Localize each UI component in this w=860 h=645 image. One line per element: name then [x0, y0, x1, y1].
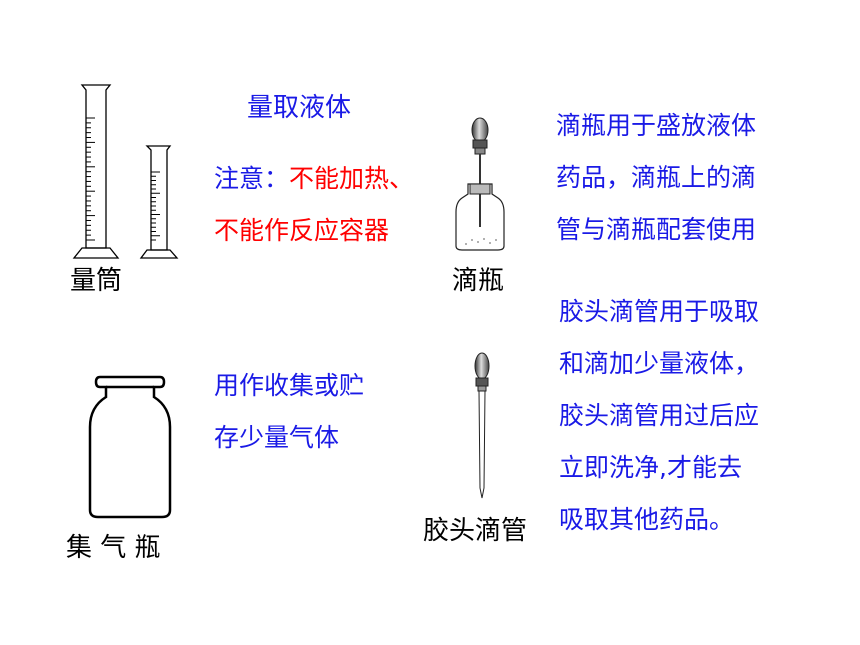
dropper-image [474, 352, 490, 499]
desc-line: 存少量气体 [214, 423, 340, 452]
cylinder-note-line-2: 不能作反应容器 [214, 216, 390, 245]
dropper-bottle-image [455, 117, 505, 251]
gas-jar-label: 集 气 瓶 [66, 533, 161, 563]
dropper-bottle-label: 滴瓶 [452, 266, 505, 296]
dropper-desc: 胶头滴管用于吸取 和滴加少量液体， 胶头滴管用过后应 立即洗净,才能去 吸取其他… [559, 286, 759, 546]
graduated-cylinders-image [72, 84, 179, 259]
cylinder-note: 注意：不能加热、 不能作反应容器 [214, 153, 414, 257]
dropper-bottle-desc: 滴瓶用于盛放液体 药品，滴瓶上的滴 管与滴瓶配套使用 [556, 100, 756, 256]
desc-line: 管与滴瓶配套使用 [556, 215, 757, 244]
desc-line: 和滴加少量液体， [559, 349, 760, 378]
note-rest: 不能加热、 [289, 164, 415, 193]
desc-line: 吸取其他药品。 [559, 505, 735, 534]
desc-line: 滴瓶用于盛放液体 [556, 111, 757, 140]
desc-line: 胶头滴管用过后应 [559, 401, 760, 430]
desc-line: 用作收集或贮 [214, 371, 365, 400]
cylinder-label: 量筒 [70, 266, 123, 296]
dropper-label: 胶头滴管 [423, 516, 528, 546]
desc-line: 胶头滴管用于吸取 [559, 297, 760, 326]
cylinder-title: 量取液体 [247, 93, 352, 123]
note-prefix: 注意： [214, 164, 290, 193]
desc-line: 立即洗净,才能去 [559, 453, 742, 482]
desc-line: 药品，滴瓶上的滴 [556, 163, 757, 192]
gas-jar-desc: 用作收集或贮 存少量气体 [214, 360, 364, 464]
gas-jar-image [88, 375, 172, 519]
cylinder-note-line-1: 注意：不能加热、 [214, 153, 414, 205]
